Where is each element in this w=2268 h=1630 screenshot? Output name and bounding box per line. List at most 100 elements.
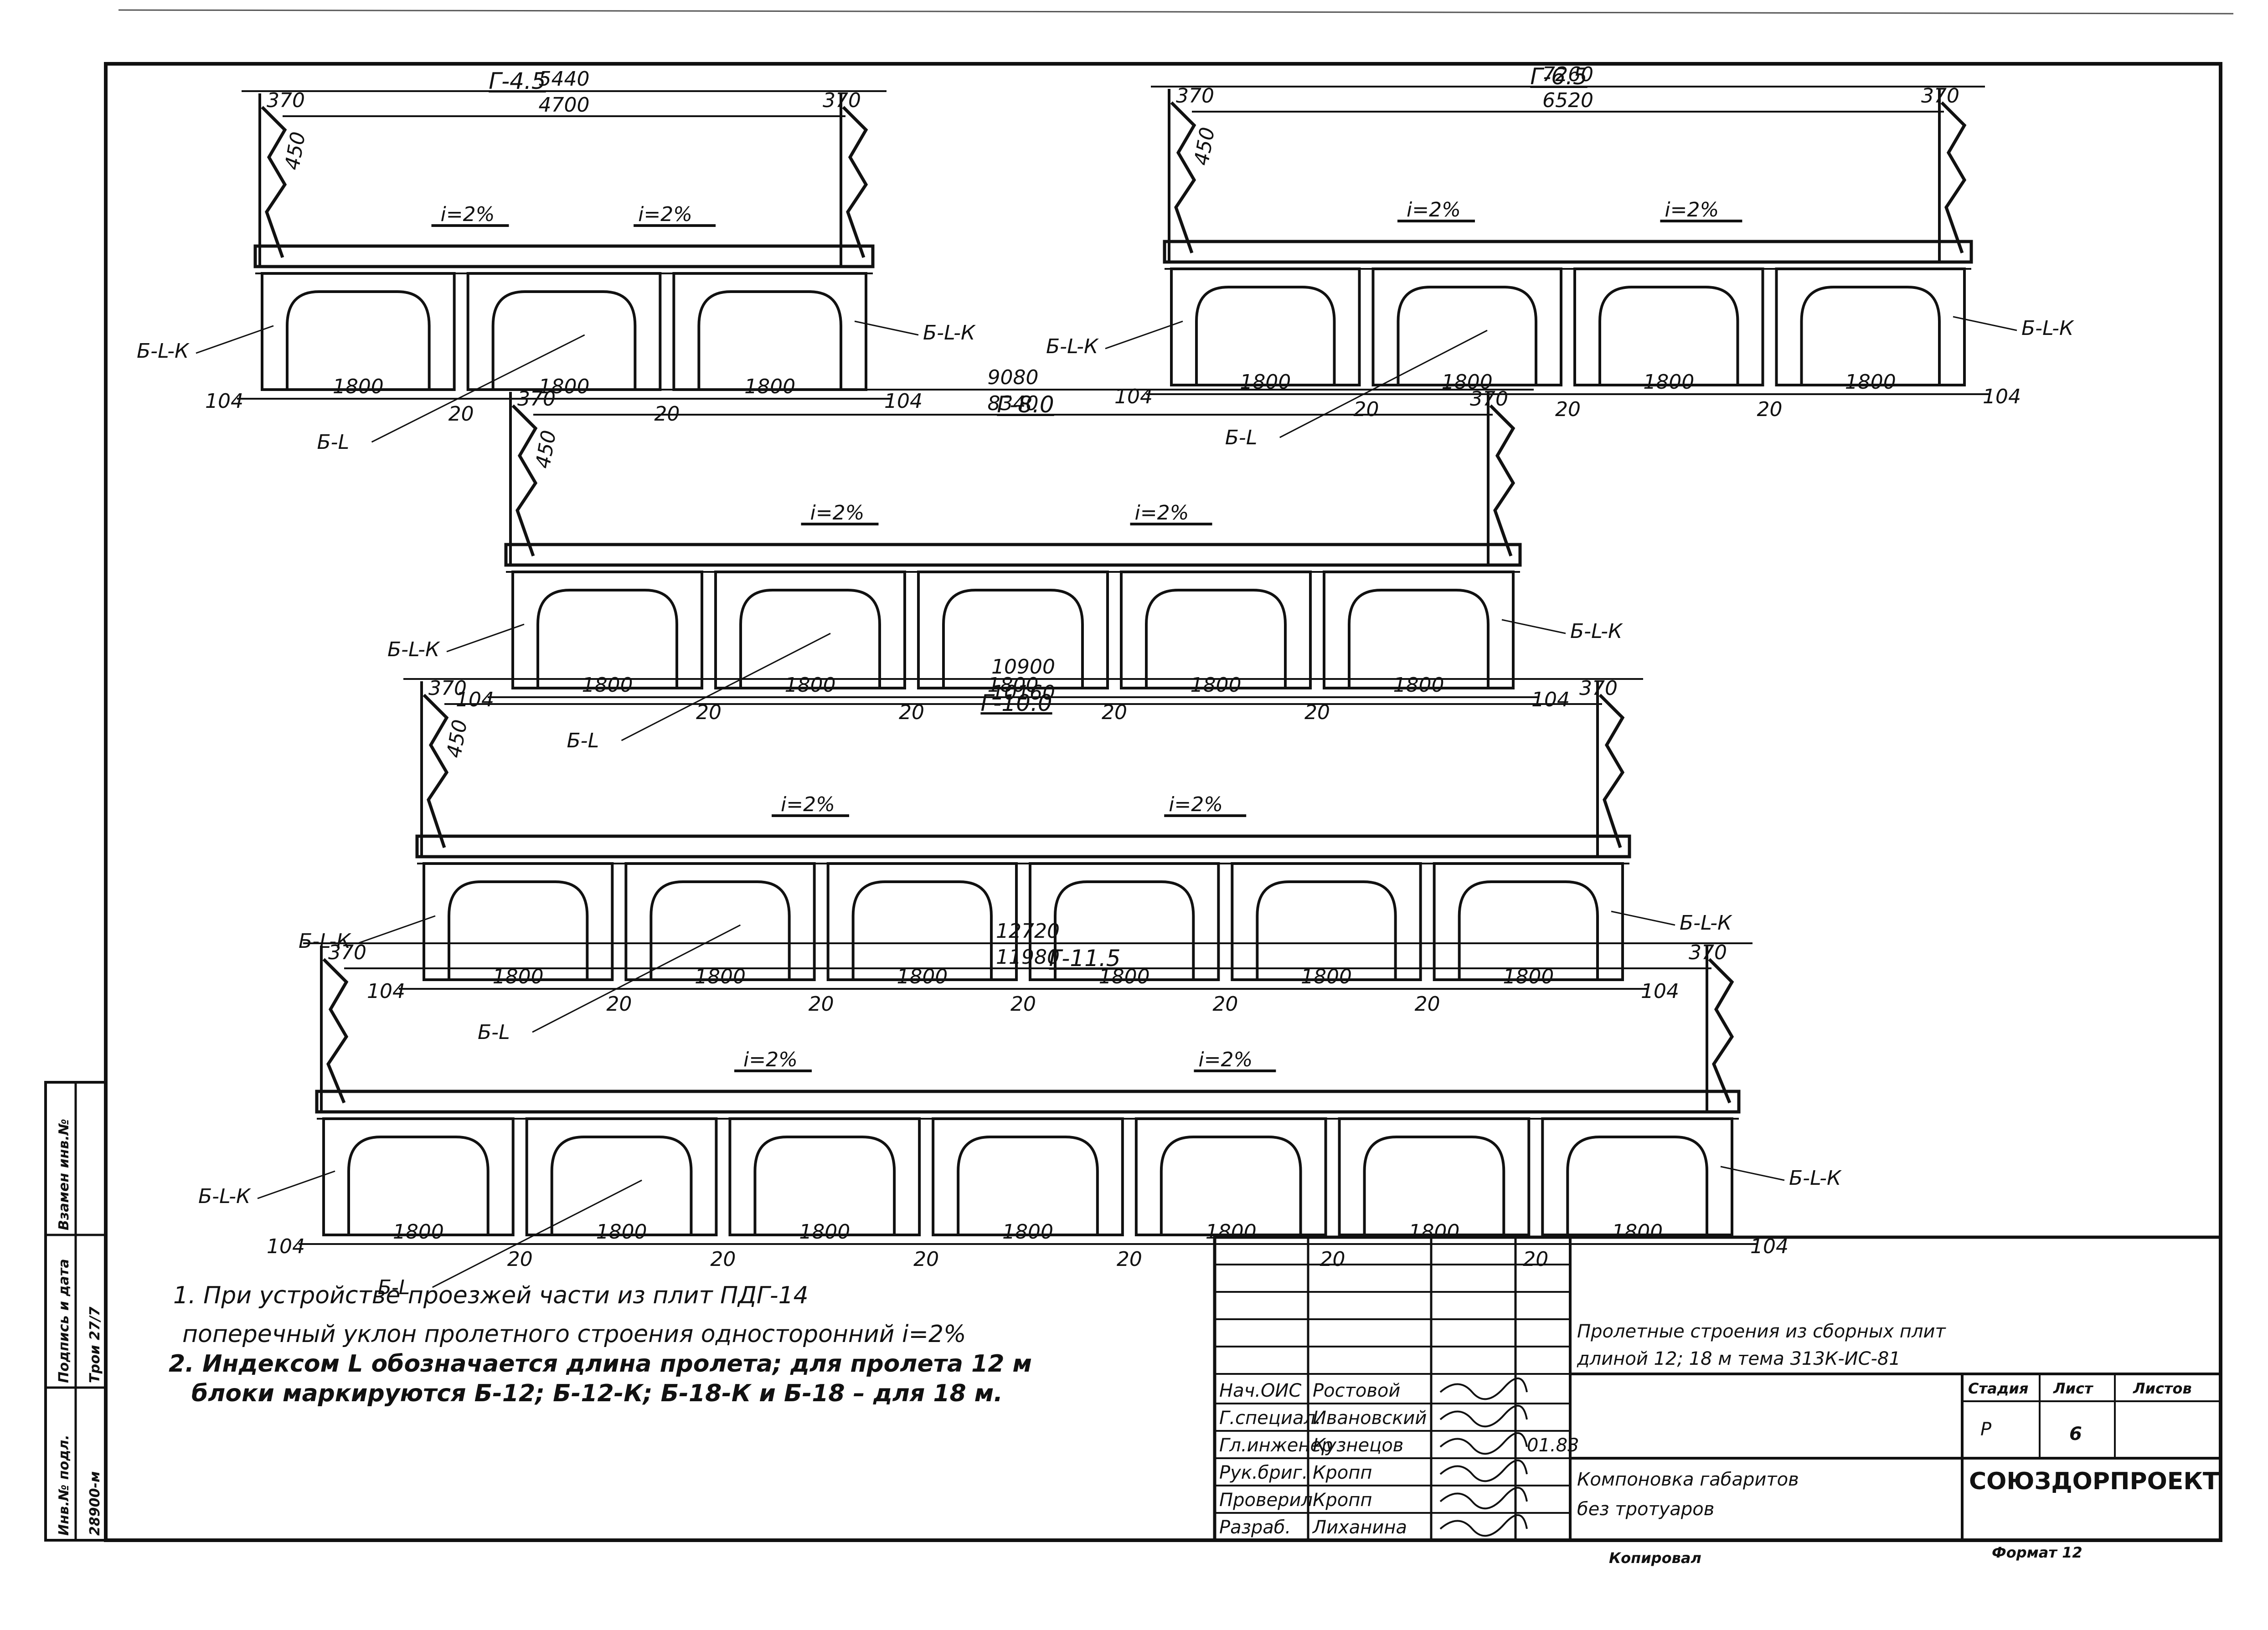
- note-2a: 2. Индексом L обозначается длина пролета…: [169, 1350, 1032, 1378]
- tb-name: Ростовой: [1313, 1380, 1400, 1401]
- leader-right: [854, 320, 919, 336]
- slope-right: i=2%: [1169, 793, 1223, 816]
- rail-dim-right: 370: [1579, 677, 1618, 700]
- top-scan-line: [118, 9, 2234, 15]
- drawing-frame: [104, 62, 2222, 1542]
- inner-dim-label: 6520: [1542, 89, 1593, 112]
- girder-void: [1195, 286, 1336, 385]
- stamp-inv-label: Инв.№ подл.: [56, 1435, 72, 1536]
- span-dim-label: 1800: [1845, 370, 1896, 394]
- tb-name: Кропп: [1313, 1490, 1372, 1511]
- total-dim-label: 7260: [1542, 63, 1593, 86]
- total-dim-label: 12720: [996, 920, 1060, 943]
- span-dim-label: 1800: [1612, 1220, 1663, 1244]
- leader-left: [357, 915, 436, 944]
- span-dim-label: 1800: [1643, 370, 1694, 394]
- inner-dim-label: 8340: [988, 392, 1039, 415]
- height-dim: 450: [531, 428, 561, 470]
- block-label-left: Б-L-К: [387, 638, 440, 661]
- deck-slab: [253, 244, 875, 268]
- block-label-mid: Б-L: [378, 1276, 410, 1299]
- slope-left: i=2%: [810, 501, 865, 524]
- girder-block: [917, 571, 1109, 689]
- span-dim-label: 1800: [1408, 1220, 1459, 1244]
- tb-sheet-title-2: без тротуаров: [1577, 1499, 1714, 1520]
- girder-void: [1256, 880, 1397, 980]
- girder-void: [697, 290, 842, 390]
- gap-dim-label: 20: [1212, 992, 1238, 1016]
- block-label-left: Б-L-К: [1046, 335, 1099, 358]
- block-label-right: Б-L-К: [2021, 317, 2074, 340]
- slope-right: i=2%: [1665, 198, 1719, 221]
- total-dim-label: 10900: [991, 655, 1055, 679]
- slope-right: i=2%: [638, 203, 692, 226]
- rail-dim-right: 370: [1470, 387, 1508, 411]
- girder-void: [491, 290, 637, 390]
- gap-dim-label: 20: [507, 1248, 533, 1271]
- tb-signature: [1439, 1405, 1528, 1428]
- gap-dim-label: 20: [1010, 992, 1036, 1016]
- girder-block: [1433, 862, 1624, 981]
- right-barrier: [1940, 101, 1967, 254]
- leader-mid: [371, 334, 585, 443]
- gap-dim-label: 20: [809, 992, 834, 1016]
- tb-sheets-label: Листов: [2133, 1380, 2192, 1397]
- leader-right: [1611, 910, 1675, 926]
- girder-void: [550, 1136, 693, 1235]
- tb-name: Ивановский: [1313, 1408, 1427, 1429]
- tb-name: Кузнецов: [1313, 1435, 1403, 1456]
- edge-dim-left: 104: [456, 688, 494, 711]
- girder-void: [753, 1136, 896, 1235]
- tb-project-line2: длиной 12; 18 м тема 313К-ИС-81: [1577, 1348, 1901, 1369]
- tb-role: Нач.ОИС: [1219, 1380, 1301, 1401]
- girder-void: [286, 290, 431, 390]
- gap-dim-label: 20: [606, 992, 632, 1016]
- stamp-replace-label: Взамен инв.№: [56, 1119, 72, 1230]
- leader-left: [257, 1170, 335, 1199]
- girder-block: [1541, 1117, 1733, 1236]
- gap-dim-label: 20: [710, 1248, 736, 1271]
- girder-void: [1145, 589, 1287, 688]
- rail-dim-right: 370: [823, 89, 861, 112]
- span-dim-label: 1800: [333, 375, 384, 398]
- total-dim-label: 9080: [988, 366, 1039, 389]
- girder-void: [649, 880, 791, 980]
- girder-block: [525, 1117, 718, 1236]
- slope-left: i=2%: [1407, 198, 1461, 221]
- left-barrier: [322, 958, 349, 1104]
- tb-sheet-title-1: Компоновка габаритов: [1577, 1469, 1799, 1490]
- girder-block: [932, 1117, 1124, 1236]
- stamp-sign-value: Трои 27/7: [87, 1306, 103, 1383]
- girder-block: [322, 1117, 515, 1236]
- rail-dim-right: 370: [1921, 84, 1959, 108]
- gap-dim-label: 20: [1555, 398, 1581, 421]
- span-dim-label: 1800: [799, 1220, 850, 1244]
- edge-dim-left: 104: [367, 980, 405, 1003]
- height-dim: 450: [1190, 125, 1220, 167]
- inner-dim-label: 4700: [539, 93, 590, 117]
- tb-role: Проверил: [1219, 1490, 1313, 1511]
- tb-signature: [1439, 1487, 1528, 1510]
- leader-left: [446, 623, 525, 653]
- block-label-left: Б-L-К: [137, 339, 190, 363]
- tb-signature: [1439, 1377, 1528, 1400]
- tb-role: Г.специал.: [1219, 1408, 1321, 1429]
- note-1a: 1. При устройстве проезжей части из плит…: [173, 1282, 809, 1309]
- span-dim-label: 1800: [1393, 674, 1444, 697]
- block-label-right: Б-L-К: [1789, 1167, 1842, 1190]
- total-dim-label: 5440: [539, 67, 590, 91]
- girder-void: [942, 589, 1084, 688]
- tb-name: Лиханина: [1312, 1517, 1407, 1538]
- left-barrier: [511, 404, 538, 557]
- tb-sheet-label: Лист: [2053, 1380, 2094, 1397]
- leader-left: [1105, 320, 1183, 350]
- edge-dim-right: 104: [1531, 688, 1570, 711]
- gap-dim-label: 20: [448, 402, 474, 426]
- edge-dim-left: 104: [205, 390, 243, 413]
- inner-dim-label: 11980: [996, 946, 1060, 969]
- girder-block: [1231, 862, 1422, 981]
- tb-role: Разраб.: [1219, 1517, 1291, 1538]
